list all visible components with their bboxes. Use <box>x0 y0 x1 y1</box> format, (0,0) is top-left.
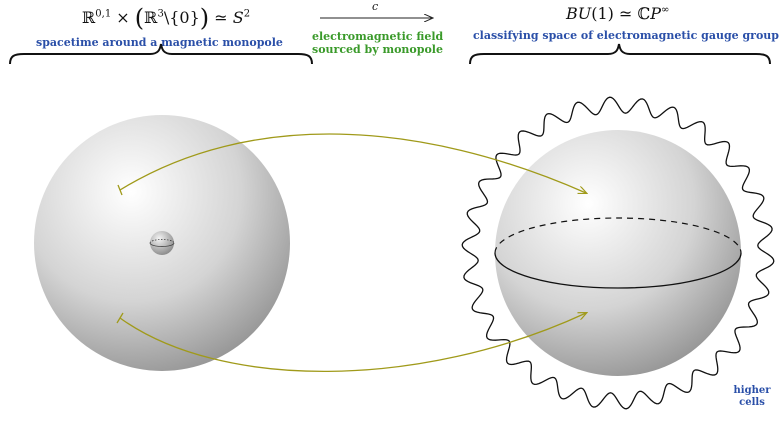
spacetime-sphere <box>34 115 290 371</box>
spacetime-caption: spacetime around a magnetic monopole <box>36 36 283 49</box>
sup-01: 0,1 <box>95 8 112 20</box>
sup-inf: ∞ <box>661 4 670 16</box>
p-symbol: P <box>650 4 662 23</box>
classifying-space-formula: BU(1) ≃ ℂP∞ <box>566 4 669 23</box>
sphere-symbol: S <box>232 8 244 27</box>
cp1-sphere <box>495 130 741 376</box>
classifying-space-caption: classifying space of electromagnetic gau… <box>472 29 779 42</box>
middle-caption-line2: sourced by monopole <box>312 43 443 56</box>
middle-caption-line1: electromagnetic field <box>312 30 444 43</box>
lower-map-tail <box>116 312 124 324</box>
big-paren-close: ) <box>199 4 210 32</box>
minus-zero: \{0} <box>163 8 200 27</box>
cp-symbol: ℂ <box>637 4 651 23</box>
simeq-symbol-right: ≃ <box>619 4 633 23</box>
cp1-sup: 1 <box>700 292 709 307</box>
monopole-sphere <box>149 231 175 255</box>
equator-front <box>494 252 742 289</box>
reals3-symbol: ℝ <box>144 8 158 27</box>
cp1-label: ℂP1 <box>668 292 709 317</box>
higher-cells-line2: cells <box>739 397 765 408</box>
higher-cells-boundary <box>461 96 775 410</box>
map-label: c <box>372 0 379 13</box>
simeq-symbol: ≃ <box>214 8 228 27</box>
one-symbol: (1) <box>591 4 614 23</box>
big-paren-open: ( <box>134 4 145 32</box>
sup-2: 2 <box>243 8 251 20</box>
times-symbol: × <box>116 8 130 27</box>
sup-3: 3 <box>157 8 164 20</box>
spacetime-formula: ℝ0,1 × (ℝ3\{0}) ≃ S2 <box>82 4 250 32</box>
upper-map-tail <box>117 184 123 196</box>
right-brace <box>469 43 771 65</box>
upper-map-arrow <box>119 133 586 193</box>
equator-back <box>494 217 742 254</box>
bu-symbol: BU <box>566 4 592 23</box>
lower-map-arrow <box>119 313 586 373</box>
reals-symbol: ℝ <box>82 8 96 27</box>
higher-cells-label: higher cells <box>730 385 774 409</box>
higher-cells-line1: higher <box>733 385 771 396</box>
middle-caption: electromagnetic field sourced by monopol… <box>312 30 444 56</box>
cp1-c: ℂP <box>668 292 701 318</box>
